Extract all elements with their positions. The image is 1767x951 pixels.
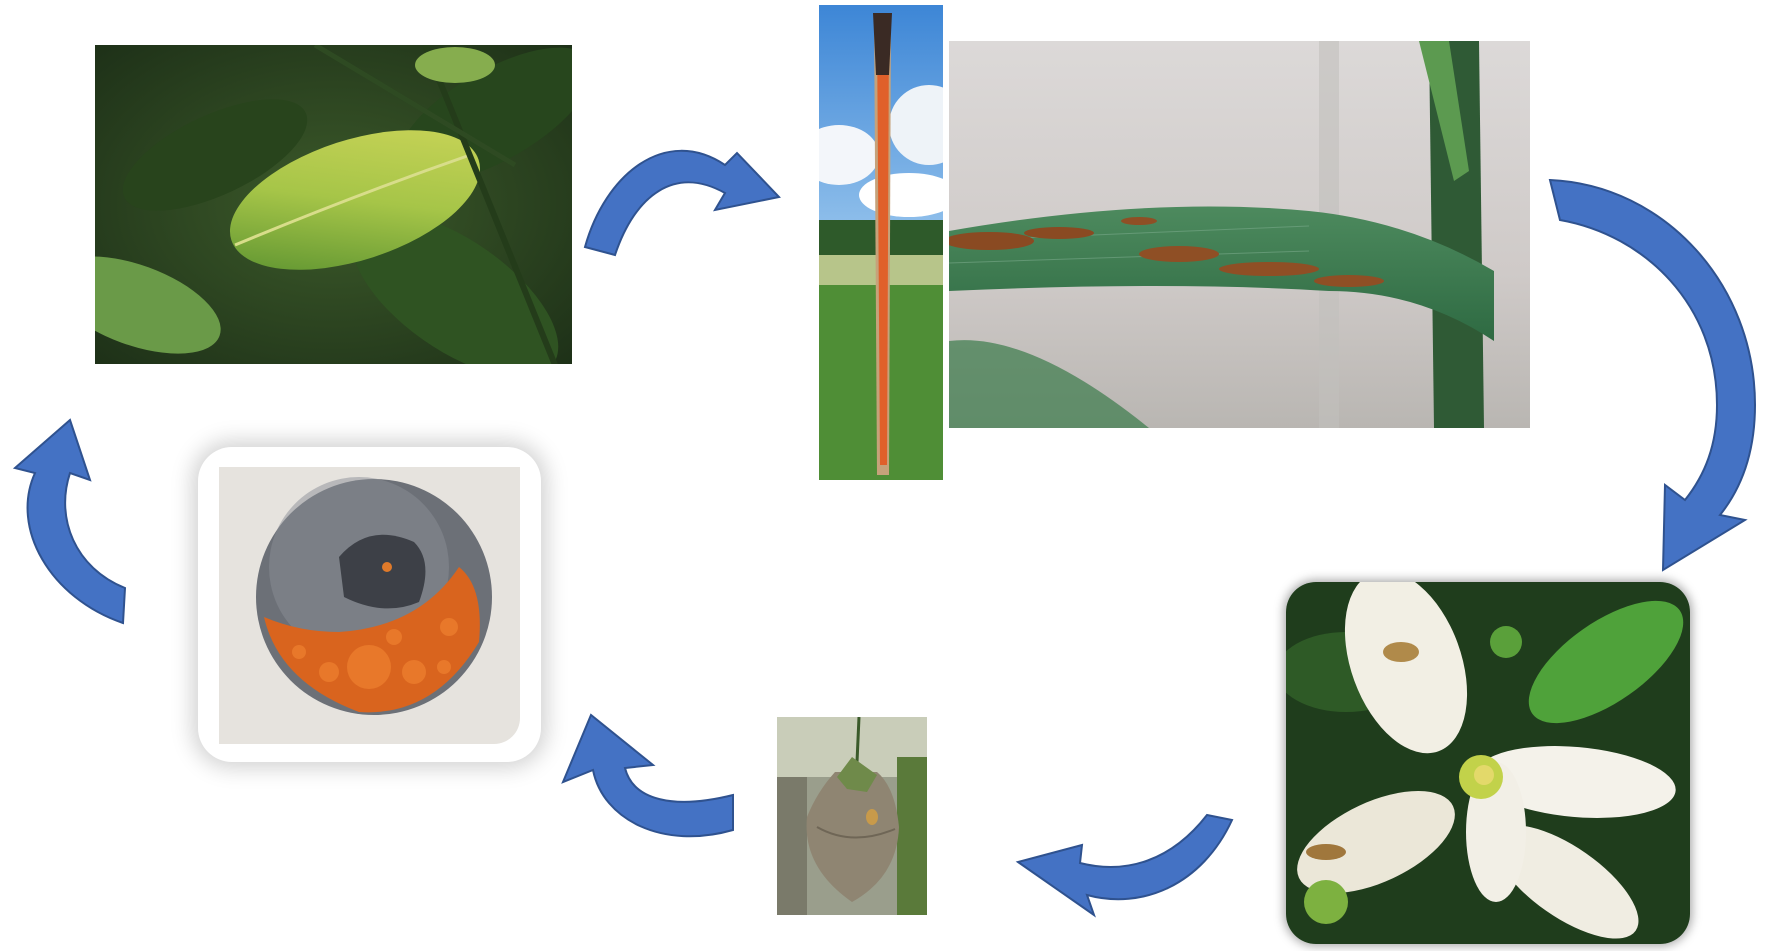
arrow-fruit-to-spores (533, 710, 738, 870)
arrow-flower-to-fruit (1012, 815, 1237, 925)
arrow-grass-to-flower (1545, 175, 1767, 575)
stalk-photo (819, 5, 943, 480)
citrus-leaf-photo (95, 45, 572, 364)
spore-fruit-photo (219, 467, 520, 744)
grass-leaf-photo (949, 41, 1530, 428)
arrow-leaf-to-stalk (575, 115, 790, 255)
mummified-fruit-photo (777, 717, 927, 915)
citrus-blossom-photo (1286, 582, 1690, 944)
arrow-spores-to-leaf (5, 418, 130, 640)
